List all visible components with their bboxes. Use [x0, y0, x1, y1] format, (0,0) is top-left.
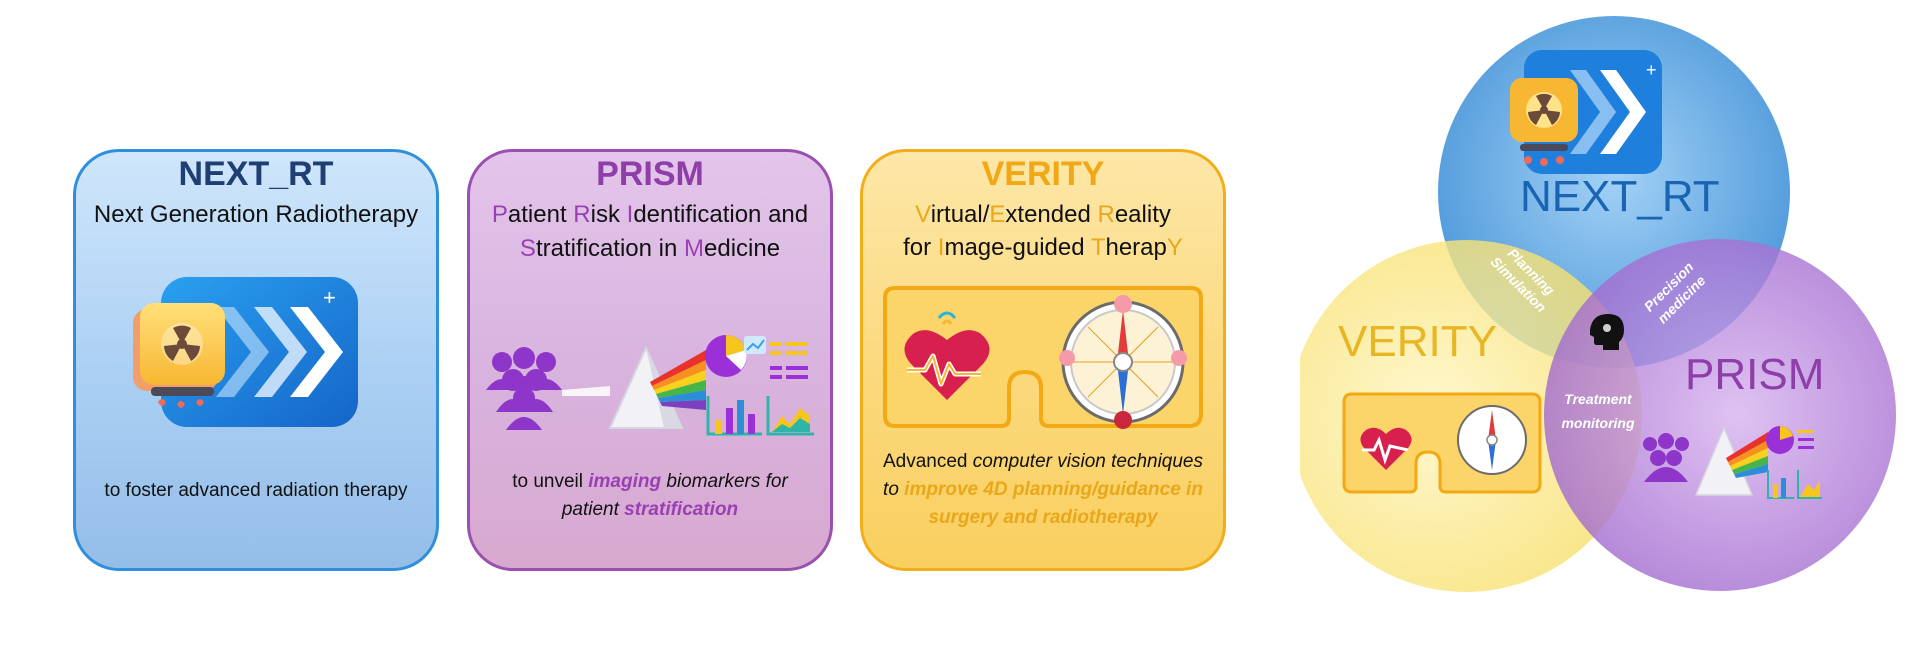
verity-description-line3: surgery and radiotherapy: [928, 507, 1158, 528]
verity-subtitle-line1: Virtual/Extended Reality: [915, 201, 1171, 228]
next-rt-subtitle: Next Generation Radiotherapy: [93, 201, 419, 228]
heart-icon: [904, 311, 990, 400]
brain-head-icon: [1590, 314, 1624, 350]
svg-text:+: +: [1646, 60, 1657, 80]
venn-prism-illustration-icon: [1643, 426, 1822, 499]
venn-vr-headset-icon: [1342, 392, 1542, 494]
prism-subtitle-line1: Patient Risk Identification and: [491, 201, 809, 228]
venn-prism-label: PRISM: [1685, 350, 1825, 399]
venn-diagram: +: [1300, 16, 1896, 592]
prism-description-line2: patient stratification: [561, 499, 739, 520]
verity-description-line1: Advanced computer vision techniques: [882, 451, 1204, 472]
prism-illustration-icon: [486, 335, 814, 436]
prism-description-line1: to unveil imaging biomarkers for: [512, 471, 788, 492]
vr-headset-icon: [883, 286, 1203, 429]
prism-subtitle-line2: Stratification in Medicine: [519, 235, 781, 262]
prism-title: PRISM: [596, 155, 704, 193]
venn-prism-circle: [1544, 239, 1896, 591]
next-rt-card: NEXT_RT Next Generation Radiotherapy + t…: [73, 149, 439, 571]
verity-subtitle-line2: for Image-guided TherapY: [903, 234, 1183, 261]
next-rt-description: to foster advanced radiation therapy: [104, 480, 408, 501]
verity-description-line2: to improve 4D planning/guidance in: [883, 479, 1203, 500]
venn-verity-label: VERITY: [1338, 317, 1497, 366]
venn-next-rt-label: NEXT_RT: [1520, 172, 1720, 221]
compass-icon: [1059, 295, 1187, 429]
verity-card: VERITY Virtual/Extended Reality for Imag…: [860, 149, 1226, 571]
next-rt-logo-icon: +: [133, 277, 358, 427]
prism-card: PRISM Patient Risk Identification and St…: [467, 149, 833, 571]
svg-text:+: +: [323, 285, 336, 310]
venn-next-rt-logo-icon: +: [1510, 50, 1662, 174]
verity-title: VERITY: [981, 155, 1105, 193]
next-rt-title: NEXT_RT: [178, 155, 334, 193]
